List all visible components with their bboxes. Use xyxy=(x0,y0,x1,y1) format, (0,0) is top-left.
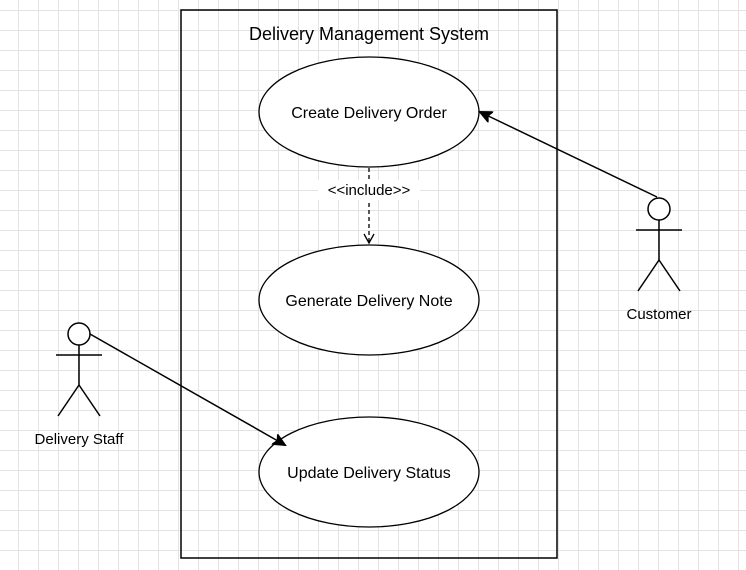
customer-association-line[interactable] xyxy=(480,112,658,198)
system-boundary[interactable] xyxy=(180,9,558,559)
include-stereotype-label: <<include>> xyxy=(328,182,411,199)
actor-label: Delivery Staff xyxy=(35,431,125,448)
stick-figure-icon xyxy=(56,322,102,417)
include-relationship[interactable]: <<include>> xyxy=(318,168,420,245)
include-label-background xyxy=(318,180,420,200)
actor-label: Customer xyxy=(626,306,691,323)
stick-figure-icon xyxy=(636,197,682,292)
use-case-ellipse xyxy=(258,416,480,528)
actor-customer[interactable]: Customer xyxy=(626,197,692,323)
use-case-label: Update Delivery Status xyxy=(287,465,451,482)
use-case-label: Generate Delivery Note xyxy=(285,293,452,310)
use-case-ellipse xyxy=(258,244,480,356)
staff-association-line[interactable] xyxy=(89,333,285,445)
actor-delivery-staff[interactable]: Delivery Staff xyxy=(35,322,125,448)
use-case-label: Create Delivery Order xyxy=(291,105,447,122)
use-case-generate-delivery-note[interactable]: Generate Delivery Note xyxy=(258,244,480,356)
system-title: Delivery Management System xyxy=(249,24,489,44)
use-case-update-delivery-status[interactable]: Update Delivery Status xyxy=(258,416,480,528)
use-case-create-delivery-order[interactable]: Create Delivery Order xyxy=(258,56,480,168)
